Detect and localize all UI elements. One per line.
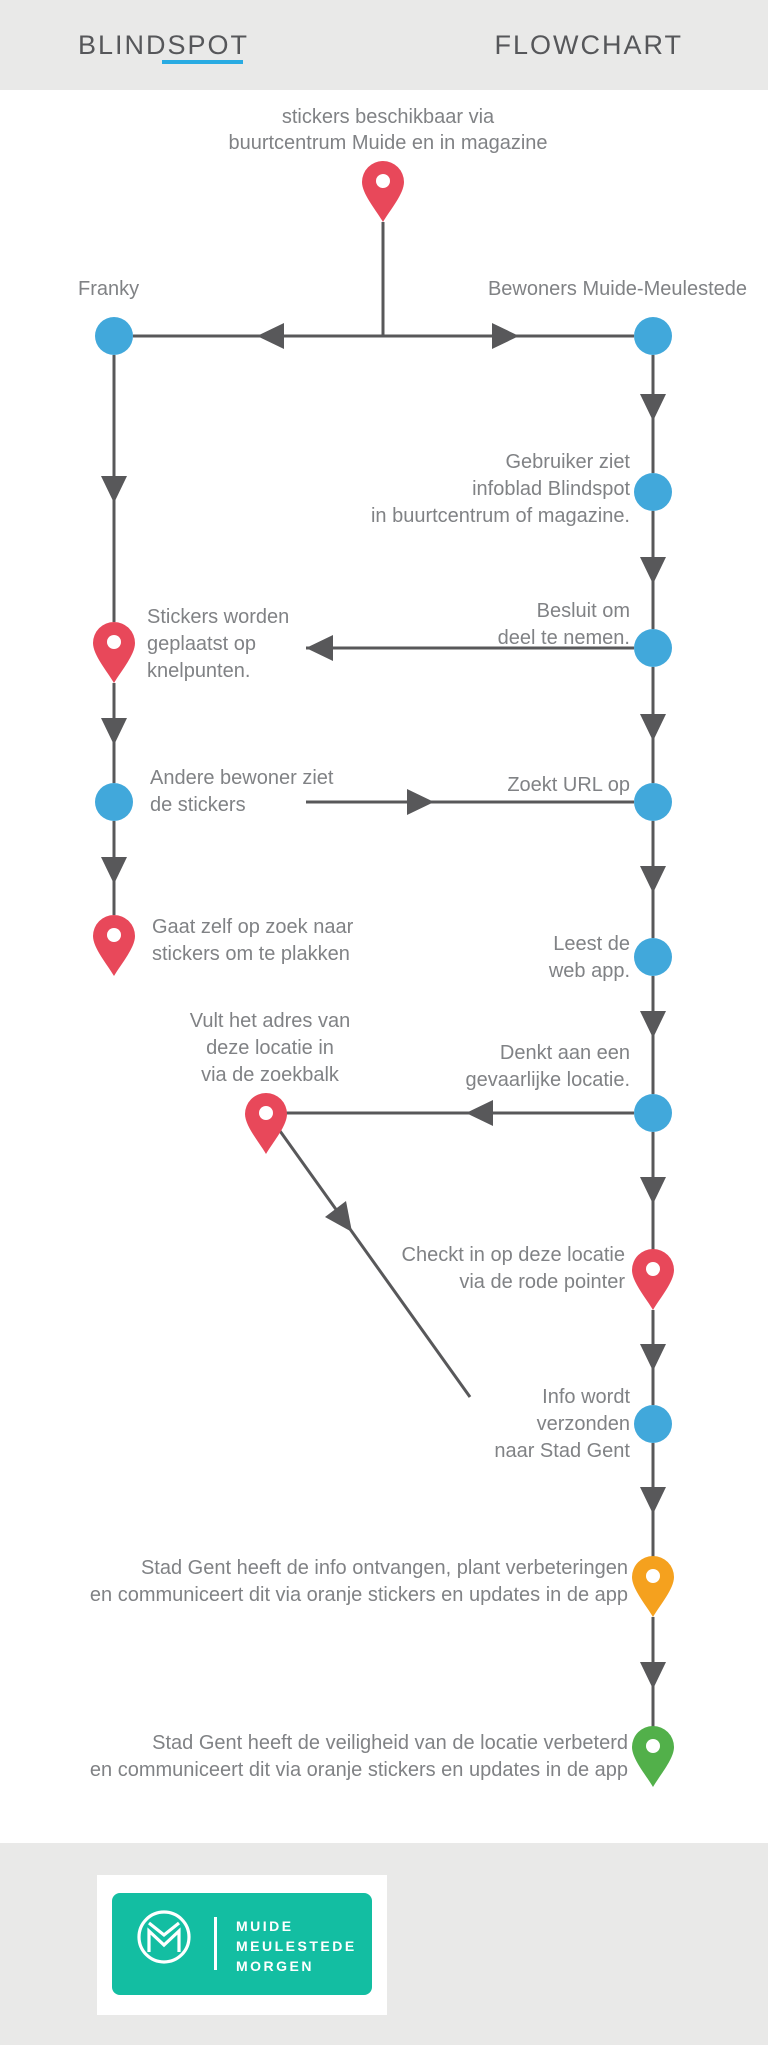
arrow-down-icon [640,714,666,741]
arrow-left-icon [306,635,333,661]
label-zoekt-url: Zoekt URL op [507,774,630,796]
connector-line-diagonal [278,1130,472,1398]
node-leest-webapp [634,938,672,976]
arrow-heads [101,323,666,1689]
logo-card: MUIDE MEULESTEDE MORGEN [97,1875,387,2015]
arrow-left-icon [257,323,284,349]
label-gebruiker-ziet: Gebruiker ziet infoblad Blindspot in buu… [370,451,630,527]
header-band: BLINDSPOT FLOWCHART [0,0,768,90]
arrow-right-icon [407,789,434,815]
location-pin-red-icon [362,161,404,222]
label-gaat-zelf: Gaat zelf op zoek naar stickers om te pl… [152,916,354,965]
m-monogram-icon [137,1910,191,1964]
label-vult-adres: Vult het adres van deze locatie in via d… [189,1010,351,1086]
node-zoekt-url [634,783,672,821]
logo-wordmark: MUIDE MEULESTEDE MORGEN [236,1918,357,1974]
arrow-down-icon [640,1487,666,1514]
label-stadgent-plant: Stad Gent heeft de info ontvangen, plant… [89,1557,628,1606]
node-denkt-locatie [634,1094,672,1132]
arrow-down-icon [640,394,666,421]
arrow-down-icon [640,1344,666,1371]
arrow-down-icon [640,1011,666,1038]
node-franky [95,317,133,355]
label-stickers-geplaatst: Stickers worden geplaatst op knelpunten. [147,606,290,682]
label-lane-franky: Franky [78,278,140,300]
node-andere-bewoner [95,783,133,821]
brand-underline [162,60,243,64]
location-pin-red-icon [93,622,135,683]
logo-divider [214,1917,217,1970]
muide-meulestede-morgen-logo: MUIDE MEULESTEDE MORGEN [112,1893,372,1995]
arrow-down-icon [640,1177,666,1204]
node-info-verzonden [634,1405,672,1443]
node-gebruiker-ziet [634,473,672,511]
arrow-right-icon [492,323,519,349]
arrow-down-icon [101,476,127,503]
location-pin-orange-icon [632,1556,674,1617]
label-info-verzonden: Info wordt verzonden naar Stad Gent [494,1386,630,1462]
label-leest-webapp: Leest de web app. [548,933,630,982]
arrow-down-icon [640,1662,666,1689]
arrow-down-icon [640,557,666,584]
location-pin-red-icon [632,1249,674,1310]
label-start-note: stickers beschikbaar via buurtcentrum Mu… [228,106,548,154]
node-besluit [634,629,672,667]
arrow-left-icon [466,1100,493,1126]
label-stadgent-verbeterd: Stad Gent heeft de veiligheid van de loc… [89,1732,628,1781]
label-lane-bewoners: Bewoners Muide-Meulestede [487,278,747,300]
node-bewoners [634,317,672,355]
label-andere-bewoner: Andere bewoner ziet de stickers [150,767,334,816]
label-checkt-in: Checkt in op deze locatie via de rode po… [401,1244,625,1293]
arrow-diagonal-icon [325,1201,352,1232]
arrow-down-icon [640,866,666,893]
location-pin-green-icon [632,1726,674,1787]
location-pin-red-icon [93,915,135,976]
arrow-down-icon [101,857,127,884]
location-pin-red-icon [245,1093,287,1154]
page-title: FLOWCHART [494,30,683,60]
label-denkt-locatie: Denkt aan een gevaarlijke locatie. [465,1042,630,1091]
brand-title: BLINDSPOT [78,30,250,60]
arrow-down-icon [101,718,127,745]
step-nodes [95,317,672,1443]
label-besluit: Besluit om deel te nemen. [497,600,630,649]
